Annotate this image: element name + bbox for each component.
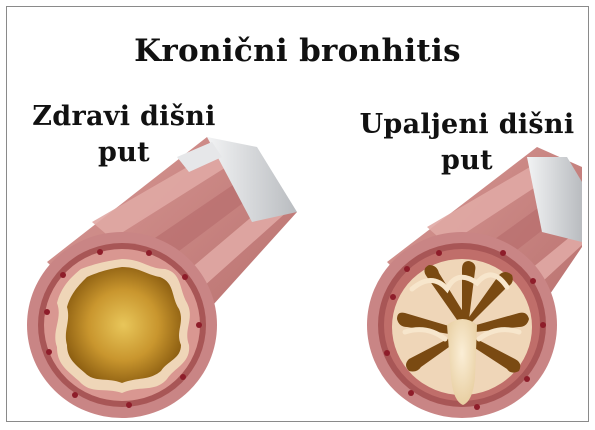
inflamed-gland-dot (474, 404, 480, 410)
healthy-label-line1: Zdravi dišni (9, 99, 239, 135)
inflamed-gland-dot (436, 250, 442, 256)
inflamed-gland-dot (390, 294, 396, 300)
inflamed-label-line1: Upaljeni dišni (347, 107, 587, 143)
healthy-gland-dot (180, 374, 186, 380)
inflamed-gland-dot (540, 322, 546, 328)
inflamed-gland-dot (530, 278, 536, 284)
healthy-gland-dot (182, 274, 188, 280)
inflamed-airway (367, 147, 582, 418)
inflamed-airway-label: Upaljeni dišni put (347, 107, 587, 179)
healthy-gland-dot (126, 402, 132, 408)
healthy-gland-dot (72, 392, 78, 398)
healthy-gland-dot (97, 249, 103, 255)
healthy-gland-dot (44, 309, 50, 315)
healthy-airway-label: Zdravi dišni put (9, 99, 239, 171)
inflamed-gland-dot (500, 250, 506, 256)
healthy-lumen (66, 267, 181, 383)
healthy-gland-dot (196, 322, 202, 328)
diagram-frame: Kronični bronhitis (6, 6, 589, 422)
healthy-gland-dot (60, 272, 66, 278)
healthy-airway (27, 137, 297, 418)
inflamed-gland-dot (404, 266, 410, 272)
inflamed-gland-dot (384, 350, 390, 356)
inflamed-gland-dot (408, 390, 414, 396)
healthy-gland-dot (146, 250, 152, 256)
healthy-label-line2: put (9, 135, 239, 171)
healthy-gland-dot (46, 349, 52, 355)
airway-illustration (7, 7, 588, 421)
inflamed-gland-dot (524, 376, 530, 382)
inflamed-label-line2: put (347, 143, 587, 179)
